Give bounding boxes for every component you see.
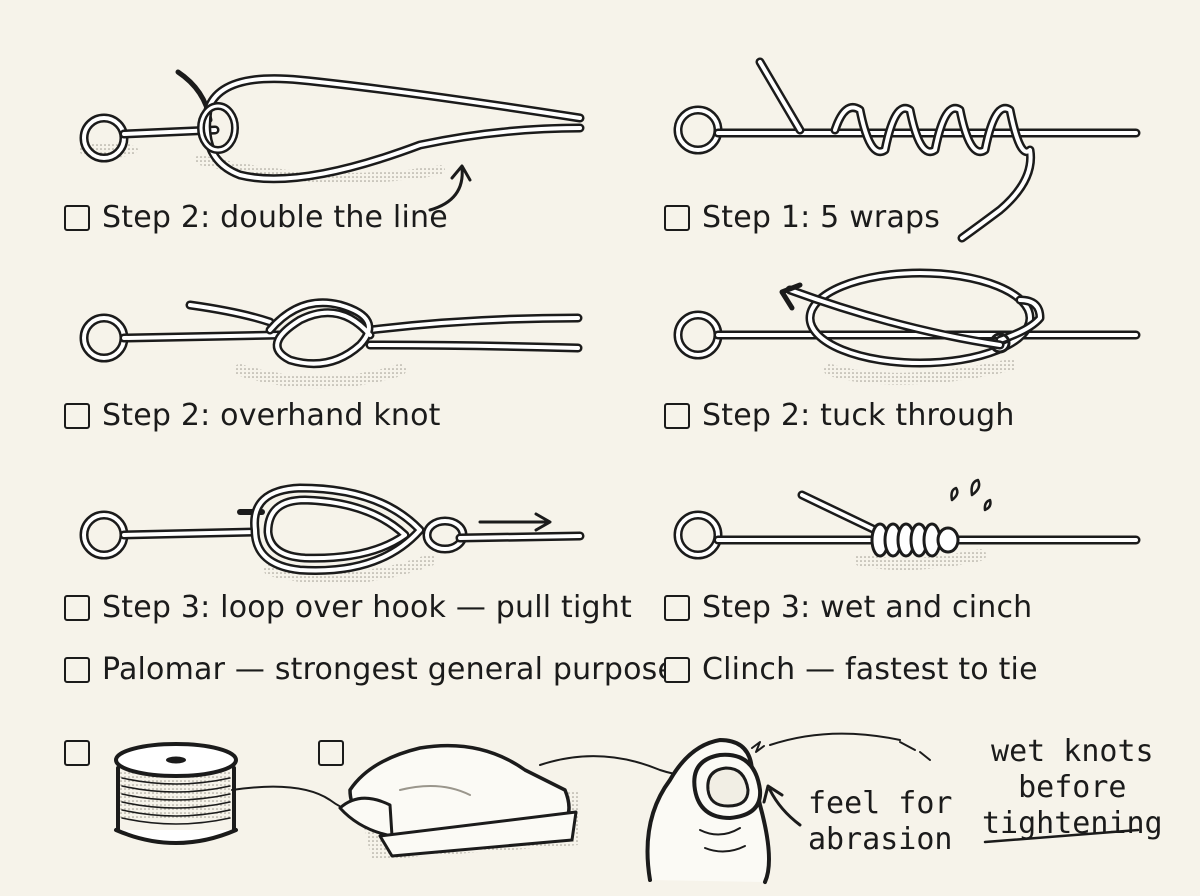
checkbox[interactable] bbox=[64, 656, 90, 683]
clinch-step2-drawing bbox=[673, 268, 1141, 385]
spool-checkbox[interactable] bbox=[64, 740, 90, 766]
checkbox[interactable] bbox=[664, 594, 690, 621]
clinch-step3-label: Step 3: wet and cinch bbox=[702, 590, 1033, 625]
abrasion-note: feel for abrasion bbox=[808, 786, 953, 858]
wet-note-line2: before bbox=[1018, 770, 1127, 805]
palomar-step2-drawing bbox=[79, 298, 583, 389]
palomar-step2-label: Step 2: overhand knot bbox=[102, 398, 441, 433]
clinch-step1-drawing bbox=[673, 57, 1141, 243]
cloth-checkbox[interactable] bbox=[318, 740, 344, 766]
fingers-icon bbox=[645, 732, 931, 884]
palomar-summary-label: Palomar — strongest general purpose bbox=[102, 652, 677, 687]
clinch-summary-label: Clinch — fastest to tie bbox=[702, 652, 1038, 687]
abrasion-note-line2: abrasion bbox=[808, 822, 953, 857]
clinch-step2-label: Step 2: tuck through bbox=[702, 398, 1015, 433]
clinch-step2-item[interactable]: Step 2: tuck through bbox=[664, 398, 1015, 433]
checkbox[interactable] bbox=[64, 594, 90, 621]
clinch-step3-drawing bbox=[673, 478, 1141, 570]
palomar-step1-label: Step 2: double the line bbox=[102, 200, 448, 235]
checkbox[interactable] bbox=[664, 204, 690, 231]
palomar-step3-drawing bbox=[79, 483, 585, 584]
wet-note-line3: tightening bbox=[982, 806, 1163, 841]
line-spool-icon bbox=[114, 742, 381, 845]
underline bbox=[983, 828, 1140, 844]
wet-knots-note: wet knots before tightening bbox=[982, 734, 1163, 842]
checkbox[interactable] bbox=[64, 402, 90, 429]
palomar-step1-drawing bbox=[78, 69, 585, 212]
checkbox[interactable] bbox=[64, 204, 90, 231]
palomar-step3-item[interactable]: Step 3: loop over hook — pull tight bbox=[64, 590, 632, 625]
abrasion-note-line1: feel for bbox=[808, 786, 953, 821]
checkbox[interactable] bbox=[664, 402, 690, 429]
palomar-step3-label: Step 3: loop over hook — pull tight bbox=[102, 590, 632, 625]
cloth-icon bbox=[338, 743, 701, 860]
palomar-step2-item[interactable]: Step 2: overhand knot bbox=[64, 398, 441, 433]
wet-note-line1: wet knots bbox=[991, 734, 1154, 769]
clinch-summary-item[interactable]: Clinch — fastest to tie bbox=[664, 652, 1038, 687]
clinch-step3-item[interactable]: Step 3: wet and cinch bbox=[664, 590, 1032, 625]
palomar-step1-item[interactable]: Step 2: double the line bbox=[64, 200, 448, 235]
checkbox[interactable] bbox=[664, 656, 690, 683]
clinch-step1-label: Step 1: 5 wraps bbox=[702, 200, 941, 235]
clinch-step1-item[interactable]: Step 1: 5 wraps bbox=[664, 200, 940, 235]
palomar-summary-item[interactable]: Palomar — strongest general purpose bbox=[64, 652, 676, 687]
